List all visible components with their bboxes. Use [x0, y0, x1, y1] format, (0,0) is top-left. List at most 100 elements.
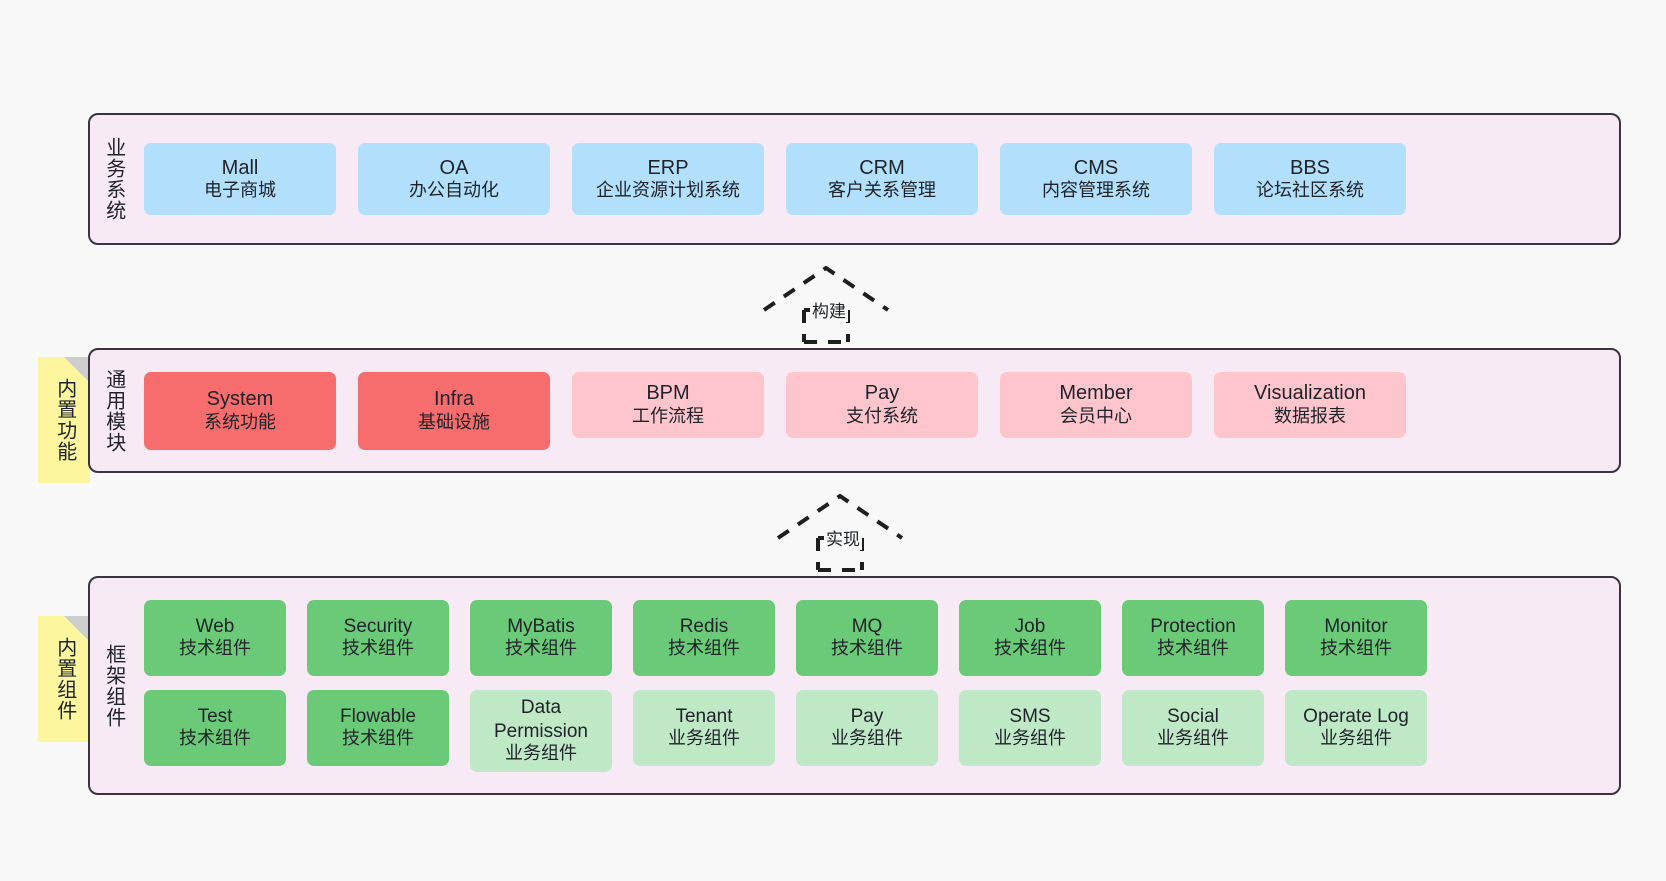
tile-protection-cn: 技术组件: [1157, 638, 1229, 659]
connector-implement-glyph: [776, 493, 904, 572]
tile-erp[interactable]: ERP 企业资源计划系统: [572, 143, 764, 215]
tile-sms-en: SMS: [1009, 705, 1051, 727]
connector-implement: 实现: [766, 490, 926, 572]
tile-security-cn: 技术组件: [342, 638, 414, 659]
tile-tenant[interactable]: Tenant 业务组件: [633, 689, 775, 766]
tile-mall-en: Mall: [221, 156, 259, 179]
tile-pay-component-en: Pay: [850, 705, 884, 727]
tile-social-en: Social: [1167, 705, 1219, 727]
tile-pay-module-cn: 支付系统: [846, 405, 918, 426]
note-builtin-components: 内置组件: [38, 616, 90, 742]
tile-oa[interactable]: OA 办公自动化: [358, 143, 550, 215]
tile-protection-en: Protection: [1150, 615, 1236, 637]
tile-crm[interactable]: CRM 客户关系管理: [786, 143, 978, 215]
tile-bpm-cn: 工作流程: [632, 405, 704, 426]
tile-mq-cn: 技术组件: [831, 638, 903, 659]
note-builtin-features: 内置功能: [38, 357, 90, 483]
band-business-systems-title: 业务系统: [102, 137, 125, 221]
tile-test-cn: 技术组件: [179, 728, 251, 749]
tile-bbs-cn: 论坛社区系统: [1256, 180, 1364, 201]
tile-redis-cn: 技术组件: [668, 638, 740, 659]
framework-tile-row-1: Web 技术组件 Security 技术组件 MyBatis 技术组件 Redi…: [136, 599, 1605, 676]
note-fold-corner-icon: [64, 357, 90, 383]
band-common-modules-body: System 系统功能 Infra 基础设施 BPM 工作流程 Pay 支付系统…: [136, 350, 1619, 471]
tile-infra[interactable]: Infra 基础设施: [358, 371, 550, 450]
note-builtin-components-label: 内置组件: [53, 637, 76, 721]
tile-erp-en: ERP: [647, 156, 689, 179]
connector-implement-label: 实现: [824, 525, 862, 550]
tile-flowable-cn: 技术组件: [342, 728, 414, 749]
tile-mybatis-cn: 技术组件: [505, 638, 577, 659]
tile-test[interactable]: Test 技术组件: [144, 689, 286, 766]
tile-oa-en: OA: [439, 156, 469, 179]
tile-mq-en: MQ: [851, 615, 883, 637]
tile-security-en: Security: [343, 615, 413, 637]
connector-build-glyph: [762, 265, 890, 344]
tile-bbs[interactable]: BBS 论坛社区系统: [1214, 143, 1406, 215]
tile-mall[interactable]: Mall 电子商城: [144, 143, 336, 215]
tile-protection[interactable]: Protection 技术组件: [1122, 599, 1264, 676]
note-builtin-features-label: 内置功能: [53, 378, 76, 462]
tile-data-permission-en: Data Permission: [494, 697, 588, 742]
tile-monitor-cn: 技术组件: [1320, 638, 1392, 659]
band-framework-components-title: 框架组件: [102, 643, 125, 728]
tile-cms[interactable]: CMS 内容管理系统: [1000, 143, 1192, 215]
tile-mq[interactable]: MQ 技术组件: [796, 599, 938, 676]
tile-system[interactable]: System 系统功能: [144, 371, 336, 450]
tile-member[interactable]: Member 会员中心: [1000, 371, 1192, 438]
tile-job-cn: 技术组件: [994, 638, 1066, 659]
tile-tenant-en: Tenant: [675, 705, 733, 727]
tile-bpm[interactable]: BPM 工作流程: [572, 371, 764, 438]
tile-operate-log-cn: 业务组件: [1320, 728, 1392, 749]
tile-cms-cn: 内容管理系统: [1042, 180, 1150, 201]
tile-sms[interactable]: SMS 业务组件: [959, 689, 1101, 766]
tile-operate-log-en: Operate Log: [1303, 705, 1409, 727]
tile-crm-en: CRM: [859, 156, 905, 179]
tile-security[interactable]: Security 技术组件: [307, 599, 449, 676]
connector-build-label: 构建: [810, 297, 848, 322]
tile-monitor-en: Monitor: [1324, 615, 1388, 637]
tile-redis[interactable]: Redis 技术组件: [633, 599, 775, 676]
tile-web[interactable]: Web 技术组件: [144, 599, 286, 676]
note-fold-corner-icon: [64, 616, 90, 642]
business-tile-row: Mall 电子商城 OA 办公自动化 ERP 企业资源计划系统 CRM 客户关系…: [136, 143, 1605, 215]
tile-oa-cn: 办公自动化: [409, 180, 499, 201]
tile-data-permission[interactable]: Data Permission 业务组件: [470, 689, 612, 772]
band-framework-components: 框架组件 Web 技术组件 Security 技术组件 MyBatis 技术组件…: [88, 576, 1621, 795]
tile-member-en: Member: [1059, 382, 1133, 405]
tile-flowable[interactable]: Flowable 技术组件: [307, 689, 449, 766]
tile-visualization[interactable]: Visualization 数据报表: [1214, 371, 1406, 438]
tile-member-cn: 会员中心: [1060, 405, 1132, 426]
tile-pay-component-cn: 业务组件: [831, 728, 903, 749]
tile-pay-module[interactable]: Pay 支付系统: [786, 371, 978, 438]
tile-social-cn: 业务组件: [1157, 728, 1229, 749]
tile-mybatis-en: MyBatis: [507, 615, 575, 637]
tile-infra-cn: 基础设施: [418, 411, 490, 432]
tile-job-en: Job: [1014, 615, 1046, 637]
tile-sms-cn: 业务组件: [994, 728, 1066, 749]
tile-pay-component[interactable]: Pay 业务组件: [796, 689, 938, 766]
tile-tenant-cn: 业务组件: [668, 728, 740, 749]
tile-mall-cn: 电子商城: [204, 180, 276, 201]
tile-mybatis[interactable]: MyBatis 技术组件: [470, 599, 612, 676]
tile-redis-en: Redis: [679, 615, 729, 637]
tile-monitor[interactable]: Monitor 技术组件: [1285, 599, 1427, 676]
tile-visualization-en: Visualization: [1254, 382, 1366, 405]
tile-web-cn: 技术组件: [179, 638, 251, 659]
tile-job[interactable]: Job 技术组件: [959, 599, 1101, 676]
connector-build: 构建: [752, 262, 912, 344]
tile-pay-module-en: Pay: [864, 382, 900, 405]
tile-crm-cn: 客户关系管理: [828, 180, 936, 201]
tile-data-permission-cn: 业务组件: [505, 742, 577, 763]
tile-operate-log[interactable]: Operate Log 业务组件: [1285, 689, 1427, 766]
tile-social[interactable]: Social 业务组件: [1122, 689, 1264, 766]
tile-visualization-cn: 数据报表: [1274, 405, 1346, 426]
band-business-systems-body: Mall 电子商城 OA 办公自动化 ERP 企业资源计划系统 CRM 客户关系…: [136, 115, 1619, 243]
framework-tile-row-2: Test 技术组件 Flowable 技术组件 Data Permission …: [136, 689, 1605, 772]
tile-flowable-en: Flowable: [339, 705, 417, 727]
tile-test-en: Test: [197, 705, 233, 727]
tile-cms-en: CMS: [1073, 156, 1119, 179]
band-common-modules-title: 通用模块: [102, 368, 125, 453]
tile-web-en: Web: [195, 615, 235, 637]
